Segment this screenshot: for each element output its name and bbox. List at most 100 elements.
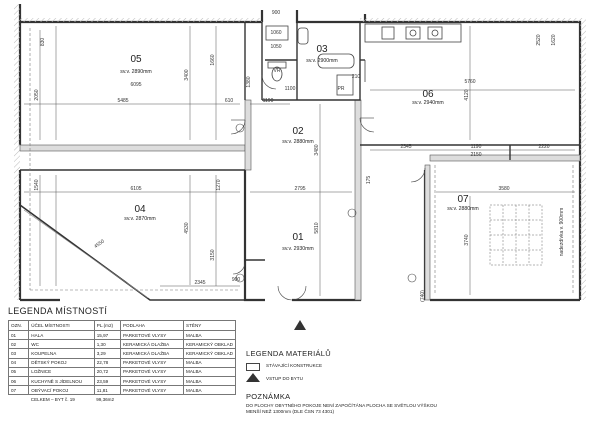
dim-label: 6095 — [130, 82, 141, 88]
materials-legend-title: LEGENDA MATERIÁLŮ — [246, 349, 331, 358]
dim-label: 5760 — [464, 79, 475, 85]
existing-structure-swatch — [246, 363, 260, 371]
bathroom-fixtures — [265, 25, 355, 96]
table-cell: OBÝVACÍ POKOJ — [28, 385, 95, 396]
room-06-label: 06 — [422, 89, 434, 100]
room-legend-title: LEGENDA MÍSTNOSTÍ — [8, 306, 108, 316]
dim-label: 4550 — [93, 238, 106, 250]
table-row: 01 HALA 15,97 PARKETOVÉ VLYSY MALBA — [7, 329, 236, 341]
table-header: PL.(m2) — [93, 320, 121, 331]
table-cell: 05 — [7, 366, 30, 377]
dim-label: 900 — [232, 277, 241, 283]
table-cell: PARKETOVÉ VLYSY — [119, 385, 185, 396]
table-cell: DĚTSKÝ POKOJ — [28, 357, 95, 368]
dim-label: 2345 — [400, 144, 411, 150]
room-legend: LEGENDA MÍSTNOSTÍ OZN. ÚČEL MÍSTNOSTI PL… — [7, 306, 236, 404]
dim-label: 3580 — [498, 186, 509, 192]
entry-marker-icon — [294, 320, 306, 330]
entry-triangle-icon — [246, 373, 260, 382]
dim-label: 1270 — [216, 179, 222, 190]
angled-wall — [19, 204, 245, 301]
table-cell: MALBA — [183, 357, 236, 368]
table-cell: 03 — [7, 348, 30, 359]
table-row: 03 KOUPELNA 3,29 KERAMICKÁ DLAŽBA KERAMI… — [7, 348, 236, 359]
dim-label: 3480 — [314, 144, 320, 155]
dim-label: 2050 — [34, 89, 40, 100]
room-02-label: 02 — [292, 126, 304, 137]
dimension-lines — [24, 26, 575, 296]
total-row: CELKEM – BYT č. 19 99,36m2 — [9, 395, 236, 404]
table-header: STĚNY — [183, 320, 236, 331]
table-cell: 23,59 — [93, 375, 121, 387]
dim-label: 4530 — [184, 222, 190, 233]
dim-label: 900 — [272, 10, 281, 16]
dim-label: 830 — [40, 38, 46, 47]
window-grid — [489, 204, 543, 266]
table-cell: 15,97 — [93, 329, 121, 341]
table-cell: PARKETOVÉ VLYSY — [119, 375, 185, 387]
room-02-height: sv.v. 2880mm — [282, 139, 314, 145]
table-cell: 04 — [7, 357, 30, 368]
dim-label: 5810 — [314, 222, 320, 233]
table-cell: KERAMICKÁ DLAŽBA — [119, 348, 185, 359]
pr-label: PR — [338, 86, 345, 92]
table-cell: MALBA — [183, 329, 236, 341]
dim-label: 1660 — [210, 54, 216, 65]
table-cell: KOUPELNA — [28, 348, 95, 359]
dashed-lines — [29, 28, 574, 295]
room-04-height: sv.v. 2870mm — [124, 216, 156, 222]
table-header: ÚČEL MÍSTNOSTI — [28, 320, 95, 331]
table-row: 07 OBÝVACÍ POKOJ 11,81 PARKETOVÉ VLYSY M… — [7, 385, 236, 396]
dim-label: 1540 — [34, 179, 40, 190]
legend-existing-row: STÁVAJÍCÍ KONSTRUKCE — [246, 361, 446, 373]
kitchen-counter — [364, 23, 462, 82]
dim-label: 1190 — [471, 144, 482, 150]
doors — [230, 74, 426, 301]
total-value: 99,36m2 — [96, 396, 115, 402]
table-cell: HALA — [28, 329, 95, 341]
vr-label: VR — [274, 68, 281, 74]
table-header: PODLAHA — [119, 320, 185, 331]
table-header: OZN. — [7, 320, 30, 331]
room-04-label: 04 — [134, 204, 146, 215]
table-cell: KERAMICKÁ DLAŽBA — [119, 339, 185, 350]
note-title: POZNÁMKA — [246, 392, 291, 401]
dim-label: 1100 — [285, 86, 296, 92]
dim-label: 210 — [352, 74, 361, 80]
dim-label: 1060 — [270, 30, 281, 36]
table-cell: PARKETOVÉ VLYSY — [119, 357, 185, 368]
dim-label: 4120 — [464, 89, 470, 100]
room-03-height: sv.v. 2900mm — [306, 58, 338, 64]
wall-hatching — [14, 4, 586, 301]
note-section: POZNÁMKA DO PLOCHY OBYTNÉHO POKOJE NENÍ … — [246, 392, 446, 415]
table-row: 02 WC 1,30 KERAMICKÁ DLAŽBA KERAMICKÝ OB… — [7, 339, 236, 350]
dim-label: 6105 — [130, 186, 141, 192]
dim-label: 610 — [225, 98, 234, 104]
table-cell: 02 — [7, 339, 30, 350]
table-cell: 22,78 — [93, 357, 121, 368]
knee-wall-note: nadezdívka v. 900mm — [559, 208, 565, 257]
dim-label: 2345 — [194, 280, 205, 286]
room-07-height: sv.v. 2880mm — [447, 206, 479, 212]
room-07-label: 07 — [457, 194, 469, 205]
dim-label: 5485 — [117, 98, 128, 104]
table-cell: MALBA — [183, 385, 236, 396]
table-cell: 3,29 — [93, 348, 121, 359]
dim-label: 1620 — [551, 34, 557, 45]
interior-walls — [20, 22, 580, 261]
table-cell: KUCHYNĚ S JÍDELNOU — [28, 375, 95, 387]
table-cell: 01 — [7, 329, 30, 341]
dim-label: 1380 — [246, 76, 252, 87]
table-cell: WC — [28, 339, 95, 350]
table-cell: KERAMICKÝ OBKLAD — [183, 339, 236, 350]
dim-label: 2795 — [294, 186, 305, 192]
dim-label: 1050 — [270, 44, 281, 50]
room-05-height: sv.v. 2890mm — [120, 69, 152, 75]
table-row: 04 DĚTSKÝ POKOJ 22,78 PARKETOVÉ VLYSY MA… — [7, 357, 236, 368]
materials-legend: LEGENDA MATERIÁLŮ STÁVAJÍCÍ KONSTRUKCE V… — [246, 349, 446, 385]
table-cell: 20,72 — [93, 366, 121, 377]
table-cell: PARKETOVÉ VLYSY — [119, 329, 185, 341]
room-05-label: 05 — [130, 54, 142, 65]
legend-entry-row: VSTUP DO BYTU — [246, 373, 446, 385]
